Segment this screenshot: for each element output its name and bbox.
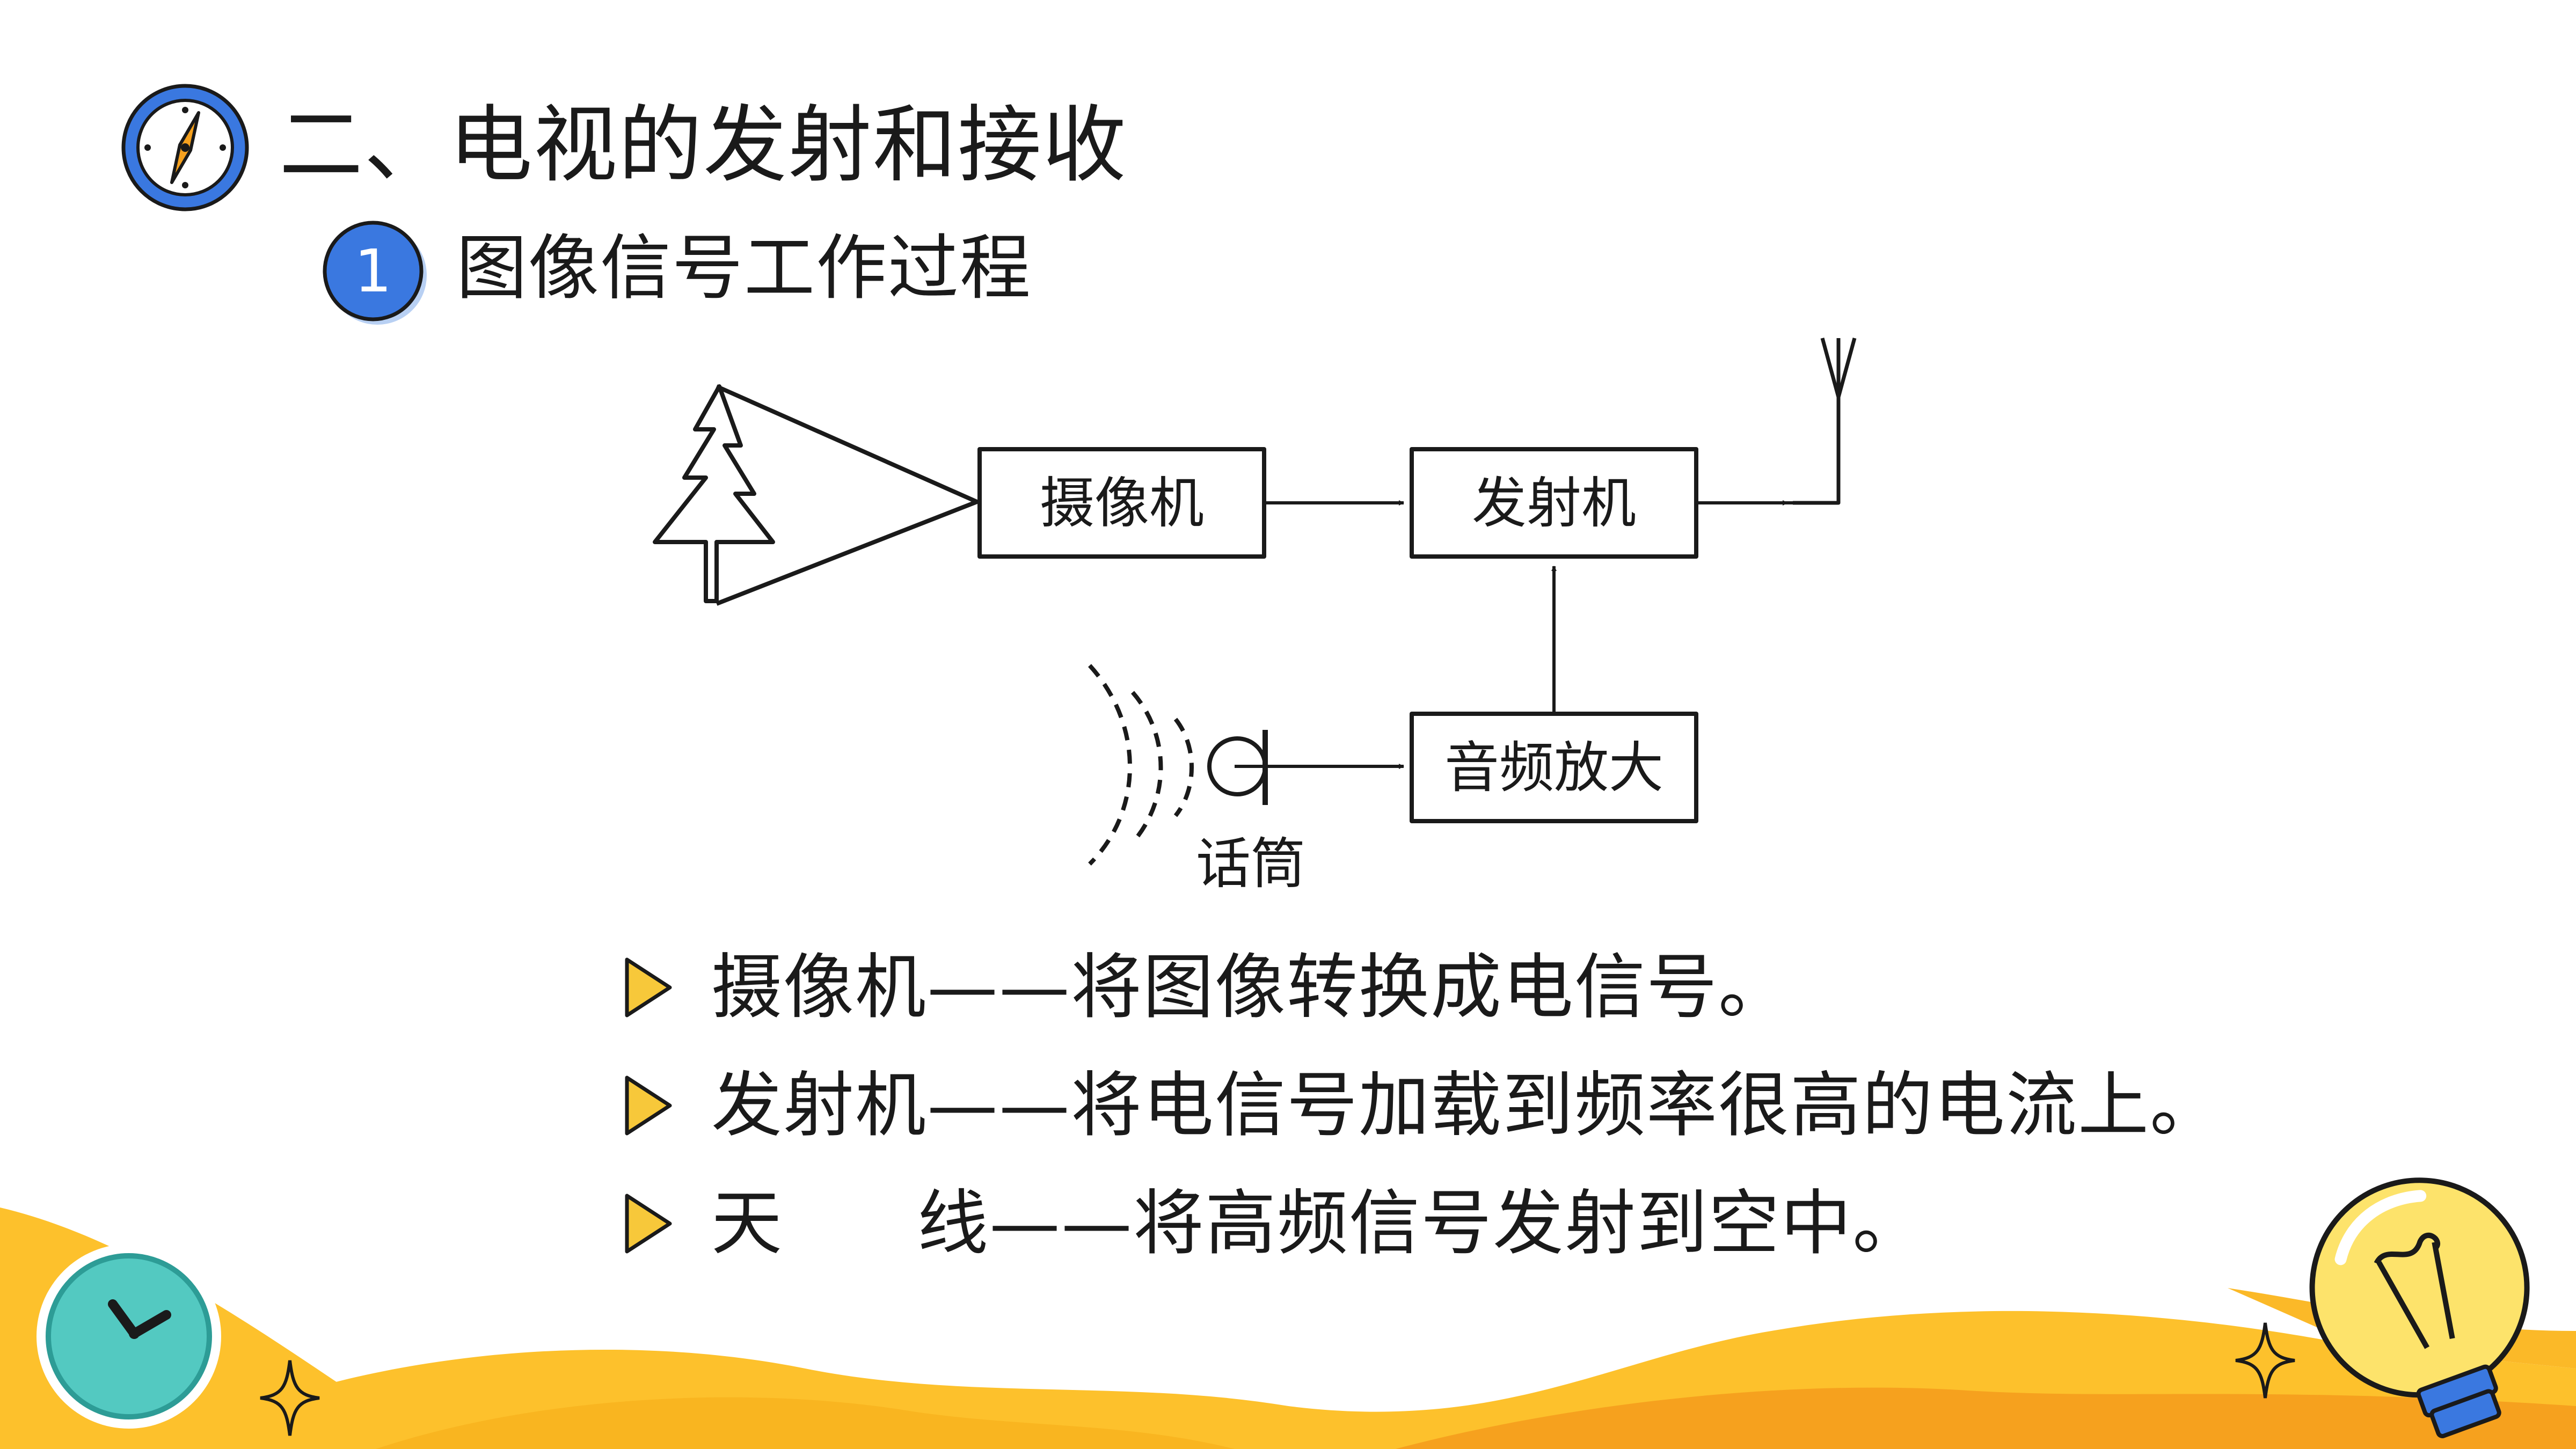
- bullet-term: 发射机: [711, 1064, 927, 1147]
- bullet-triangle-icon: [625, 957, 672, 1018]
- list-item: 发射机——将电信号加载到频率很高的电流上。: [623, 1052, 2222, 1159]
- camera-label: 摄像机: [1040, 472, 1204, 536]
- bullet-term-part-a: 天: [711, 1182, 783, 1265]
- list-item: 摄像机——将图像转换成电信号。: [623, 934, 1790, 1041]
- camera-view-cone: [716, 384, 979, 606]
- list-item: 天 线——将高频信号发射到空中。: [623, 1170, 1924, 1277]
- bullet-term-part-b: 线: [917, 1182, 989, 1265]
- bullet-desc: ——将高频信号发射到空中。: [989, 1182, 1924, 1265]
- microphone-label: 话筒: [1196, 832, 1305, 896]
- tv-transmission-diagram: 摄像机 发射机 音频放大 话筒: [653, 338, 1857, 896]
- tree-icon: [653, 384, 775, 603]
- audio-amp-label: 音频放大: [1444, 736, 1663, 800]
- transmitter-label: 发射机: [1472, 472, 1636, 536]
- bullet-triangle-icon: [625, 1194, 672, 1254]
- section-subtitle: 图像信号工作过程: [456, 227, 1032, 310]
- antenna-icon: [1793, 338, 1857, 505]
- sparkle-icon: [260, 1360, 320, 1436]
- number-badge: [323, 221, 427, 325]
- compass-icon: [121, 84, 249, 211]
- bullet-triangle-icon: [625, 1075, 672, 1136]
- bullet-term: 摄像机: [711, 946, 927, 1029]
- lightbulb-icon: [2309, 1177, 2530, 1438]
- sparkle-icon: [2235, 1322, 2295, 1399]
- bullet-desc: ——将图像转换成电信号。: [927, 946, 1790, 1029]
- clock-icon: [37, 1244, 221, 1429]
- bullet-desc: ——将电信号加载到频率很高的电流上。: [927, 1064, 2222, 1147]
- sound-waves: [1173, 718, 1194, 817]
- page-title: 二、电视的发射和接收: [279, 96, 1127, 194]
- section-number: 1: [354, 237, 392, 305]
